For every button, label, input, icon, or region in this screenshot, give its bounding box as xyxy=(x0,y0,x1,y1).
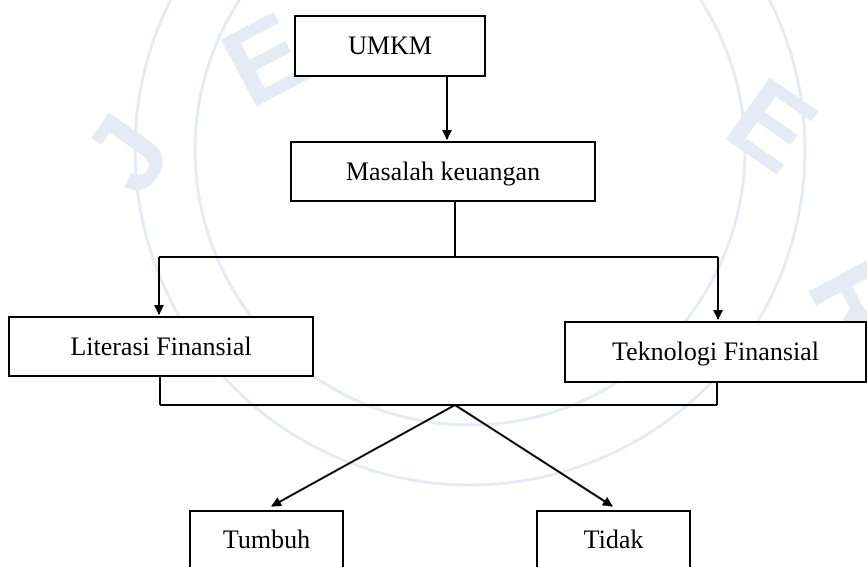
node-umkm-label: UMKM xyxy=(348,31,432,60)
node-tidak: Tidak xyxy=(536,510,691,567)
node-masalah-keuangan-label: Masalah keuangan xyxy=(345,156,541,186)
node-teknologi-finansial: Teknologi Finansial xyxy=(564,321,867,383)
node-tumbuh: Tumbuh xyxy=(189,510,344,567)
node-literasi-finansial-label: Literasi Finansial xyxy=(70,331,252,361)
arrow-to-tumbuh xyxy=(271,404,456,507)
node-literasi-finansial: Literasi Finansial xyxy=(8,316,314,377)
node-masalah-keuangan: Masalah keuangan xyxy=(290,141,596,202)
node-tumbuh-label: Tumbuh xyxy=(222,524,311,554)
node-tidak-label: Tidak xyxy=(583,524,644,554)
node-umkm: UMKM xyxy=(294,15,486,77)
node-teknologi-finansial-label: Teknologi Finansial xyxy=(612,337,819,366)
arrow-to-tidak xyxy=(454,404,613,507)
